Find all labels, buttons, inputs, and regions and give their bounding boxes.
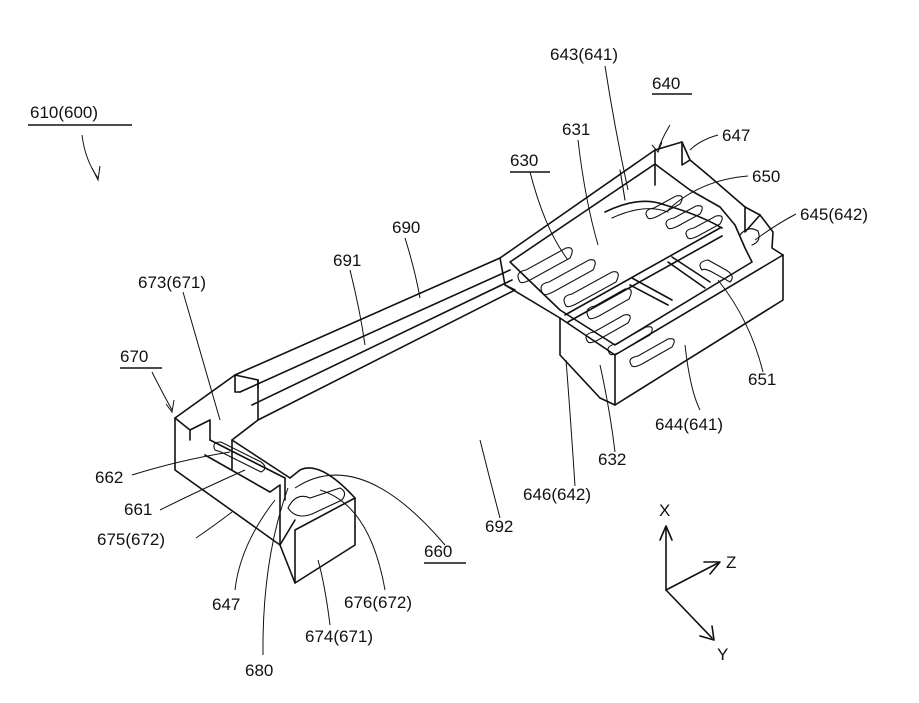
axis-labels: X Z Y [659,501,736,664]
label-674: 674(671) [305,627,373,646]
label-662: 662 [95,468,123,487]
label-643: 643(641) [550,45,618,64]
label-631: 631 [562,120,590,139]
label-692: 692 [485,517,513,536]
label-676: 676(672) [344,593,412,612]
slot-row-630 [518,248,631,319]
beam-690 [235,258,515,420]
label-630: 630 [510,151,538,170]
reference-labels: 610(600) 643(641) 640 631 647 630 650 64… [30,45,868,680]
label-690: 690 [392,218,420,237]
axis-y-label: Y [717,645,728,664]
label-673: 673(671) [138,273,206,292]
leader-lines [82,66,796,655]
axis-indicator [660,526,720,640]
label-610: 610(600) [30,103,98,122]
label-640: 640 [652,74,680,93]
label-644: 644(641) [655,415,723,434]
label-680: 680 [245,661,273,680]
label-646: 646(642) [523,485,591,504]
label-675: 675(672) [97,530,165,549]
axis-x-label: X [659,501,670,520]
label-647-top: 647 [722,126,750,145]
label-647-bottom: 647 [212,595,240,614]
label-691: 691 [333,251,361,270]
label-670: 670 [120,347,148,366]
right-box-640 [500,142,783,405]
axis-z-label: Z [726,553,736,572]
label-645: 645(642) [800,205,868,224]
label-650: 650 [752,167,780,186]
label-632: 632 [598,450,626,469]
left-box-670 [175,375,355,583]
label-661: 661 [124,500,152,519]
label-651: 651 [748,370,776,389]
label-660: 660 [424,542,452,561]
slot-row-632 [586,315,674,367]
